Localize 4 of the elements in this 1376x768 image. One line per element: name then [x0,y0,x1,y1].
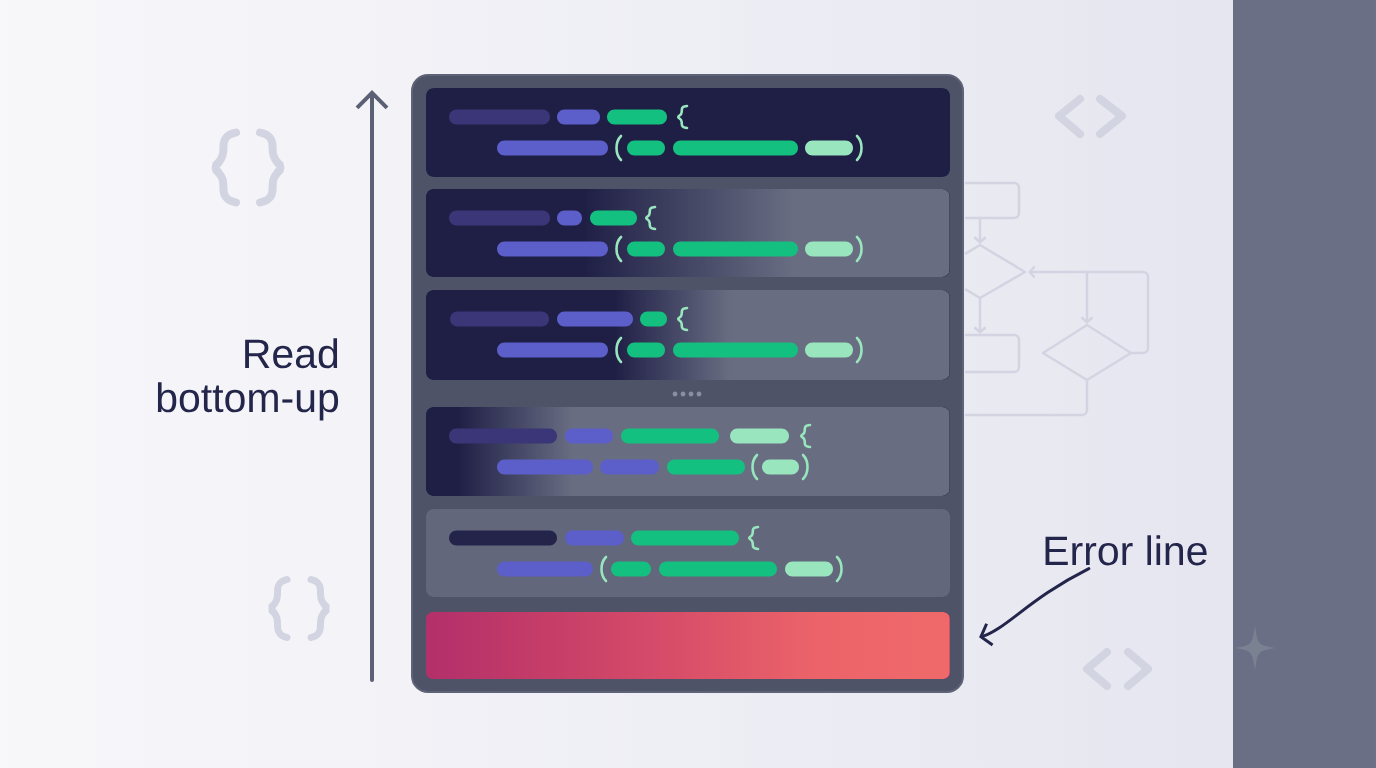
annotation-text: Read bottom-up [157,338,339,421]
highlight-bar [426,612,950,679]
callout-text: Error line [1045,535,1207,566]
leader-arrow [979,567,1091,647]
